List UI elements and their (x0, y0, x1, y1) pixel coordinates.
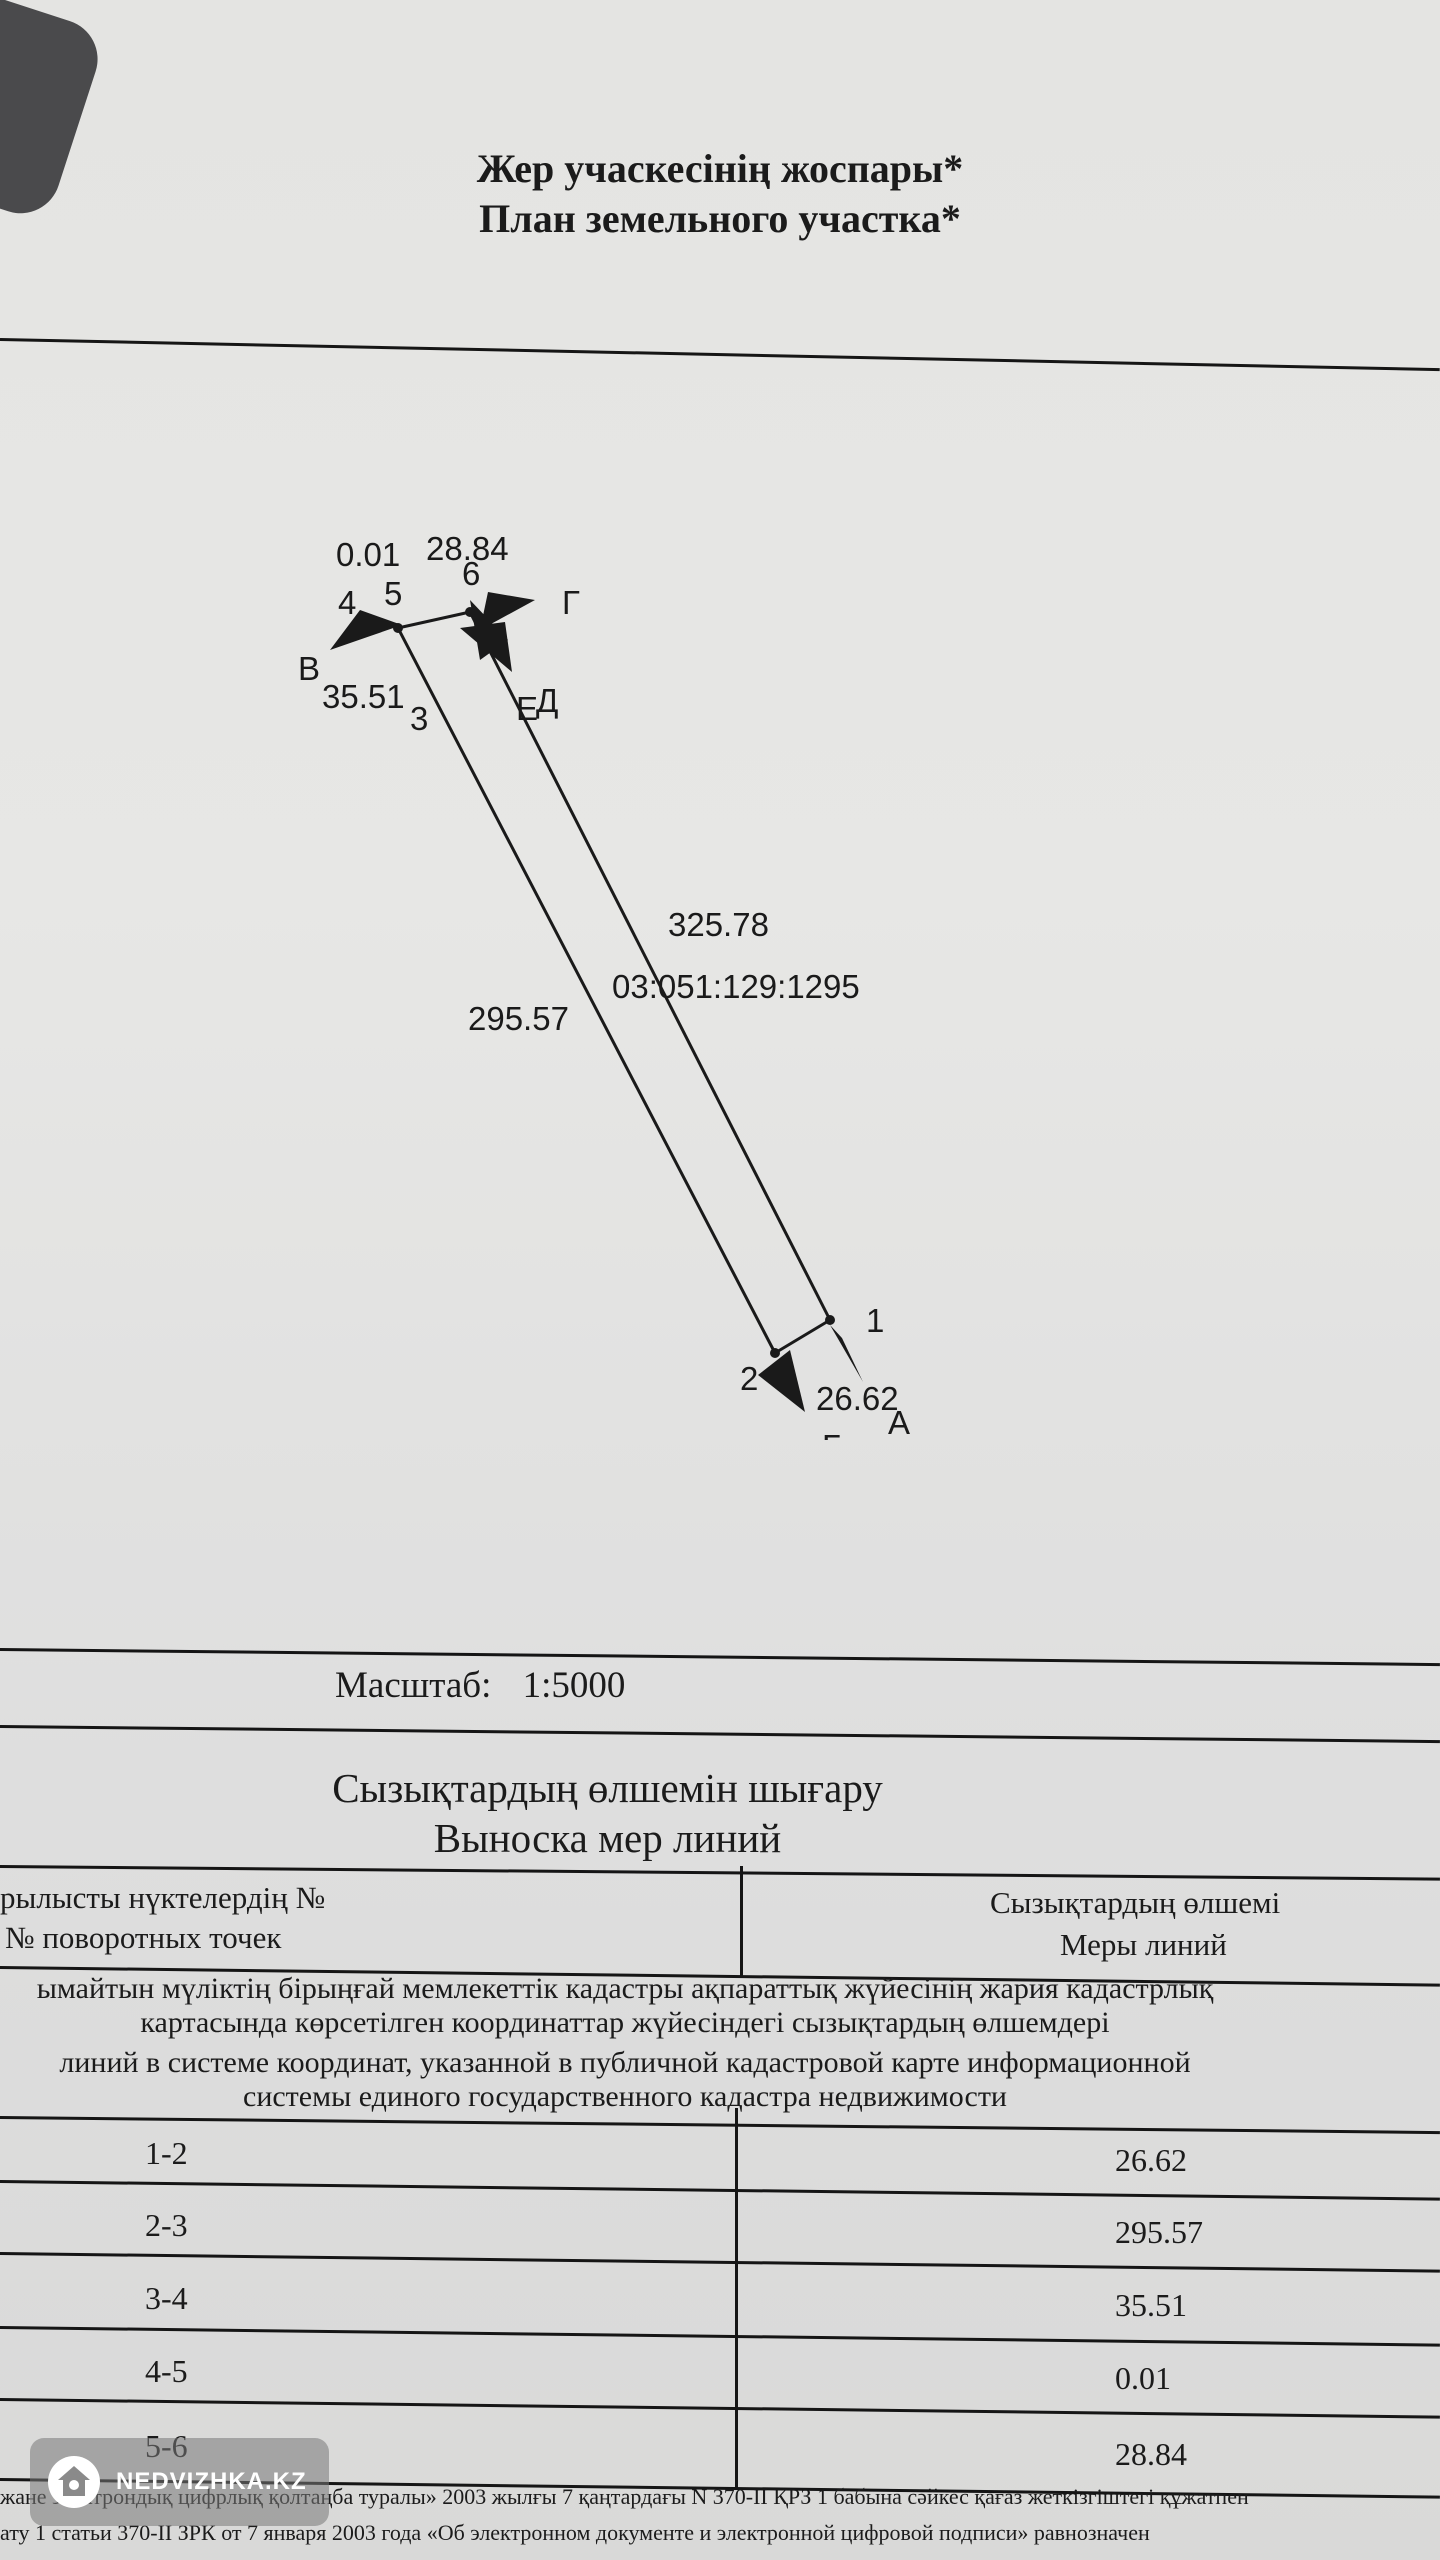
title-russian: План земельного участка* (479, 196, 961, 241)
point-dot-4 (393, 623, 403, 633)
header-length-russian: Меры линий (1060, 1927, 1227, 1962)
label-295-57: 295.57 (468, 1000, 569, 1037)
header-points-kazakh: рылысты нүктелердің № (0, 1880, 326, 1915)
table-top-rule (0, 1865, 1440, 1881)
table-body-top-rule (0, 2116, 1440, 2135)
row-1-points: 1-2 (145, 2135, 188, 2171)
label-26-62: 26.62 (816, 1380, 899, 1417)
line-top-edge (397, 610, 471, 630)
house-logo-icon (48, 2456, 100, 2508)
point-dot-1 (825, 1315, 835, 1325)
label-point-1: 1 (866, 1302, 884, 1339)
arrow-Г (480, 592, 535, 630)
arrow-А (830, 1325, 863, 1382)
header-points-russian: № поворотных точек (5, 1920, 282, 1955)
row-4-points: 4-5 (145, 2353, 188, 2389)
scale-line: Масштаб: 1:5000 (335, 1664, 625, 1707)
row-5-length: 28.84 (1115, 2436, 1187, 2472)
title-kazakh: Жер учаскесінің жоспары* (476, 146, 964, 191)
label-Б: Б (822, 1428, 844, 1440)
row-3-points: 3-4 (145, 2280, 188, 2316)
label-point-5: 5 (384, 575, 402, 612)
label-point-2: 2 (740, 1360, 758, 1397)
scale-top-rule (0, 1648, 1440, 1667)
label-Г: Г (562, 584, 580, 621)
header-length-kazakh: Сызықтардың өлшемі (990, 1885, 1281, 1920)
label-325-78: 325.78 (668, 906, 769, 943)
watermark-text: NEDVIZHKA.KZ (116, 2468, 307, 2495)
row-1-rule (0, 2180, 1440, 2201)
label-В: В (298, 650, 320, 687)
label-А: А (888, 1404, 910, 1440)
label-Е: Е (516, 690, 538, 727)
label-point-3: 3 (410, 700, 428, 737)
note-line-3: линий в системе координат, указанной в п… (59, 2046, 1191, 2079)
label-28-84: 28.84 (426, 530, 509, 567)
arrow-В (330, 610, 402, 650)
row-4-rule (0, 2398, 1440, 2419)
label-35-51: 35.51 (322, 678, 405, 715)
label-Д: Д (536, 682, 558, 719)
label-0-01: 0.01 (336, 536, 400, 573)
arrow-Е (470, 600, 508, 660)
row-2-points: 2-3 (145, 2207, 188, 2243)
watermark: NEDVIZHKA.KZ (30, 2438, 329, 2526)
arrow-Б (758, 1350, 805, 1412)
point-dot-2 (770, 1348, 780, 1358)
scale-value: 1:5000 (522, 1665, 626, 1706)
line-1-2 (774, 1318, 831, 1355)
line-right-side (468, 611, 832, 1321)
label-cadastral-number: 03:051:129:1295 (612, 968, 860, 1005)
note-line-4: системы единого государственного кадастр… (243, 2080, 1007, 2113)
row-3-rule (0, 2326, 1440, 2347)
land-plan-drawing: 0.01 28.84 5 6 4 Г В 35.51 3 Е Д 325.78 … (298, 530, 910, 1440)
row-3-length: 35.51 (1115, 2287, 1187, 2323)
row-2-rule (0, 2252, 1440, 2273)
label-point-6: 6 (462, 555, 480, 592)
table-column-divider (735, 2108, 738, 2488)
row-4-length: 0.01 (1115, 2360, 1171, 2396)
line-2-3 (396, 627, 777, 1354)
note-line-1: ымайтын мүліктің бірыңғай мемлекеттік ка… (36, 1972, 1214, 2005)
row-2-length: 295.57 (1115, 2214, 1203, 2250)
note-line-2: картасында көрсетілген координаттар жүйе… (140, 2006, 1110, 2039)
measures-title-kazakh: Сызықтардың өлшемін шығару (332, 1765, 883, 1811)
label-point-4: 4 (338, 584, 356, 621)
scale-bottom-rule (0, 1725, 1440, 1744)
measures-title-russian: Выноска мер линий (433, 1815, 782, 1861)
scale-label: Масштаб: (335, 1665, 492, 1706)
point-dot-6 (465, 607, 475, 617)
table-header-divider (740, 1866, 743, 1976)
row-1-length: 26.62 (1115, 2142, 1187, 2178)
